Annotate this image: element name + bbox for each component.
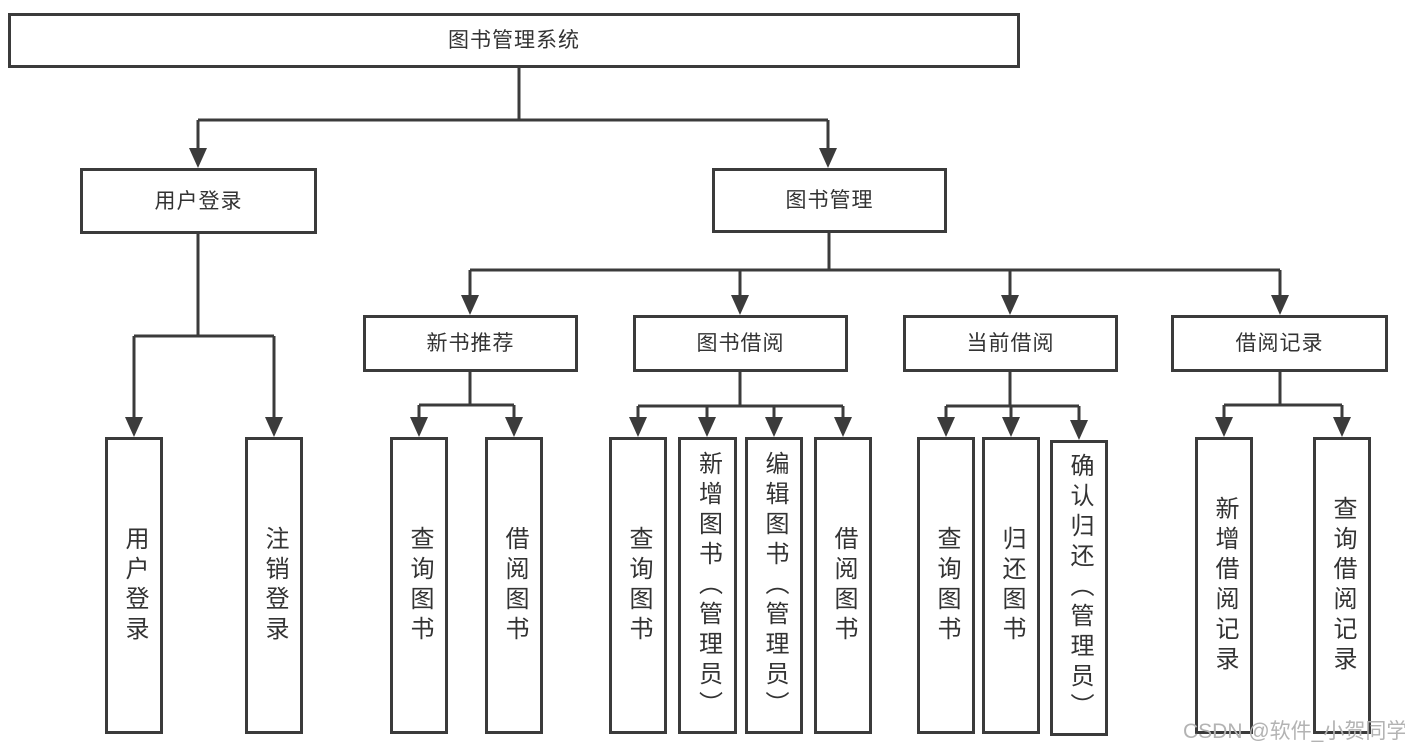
node-query-books-current: 查询图书 <box>917 437 975 734</box>
node-confirm-return-admin: 确认归还（管理员） <box>1050 440 1108 736</box>
node-new-book-recommendation: 新书推荐 <box>363 315 578 372</box>
node-current-borrowing: 当前借阅 <box>903 315 1118 372</box>
node-borrow-books-recommend: 借阅图书 <box>485 437 543 734</box>
node-add-borrow-record: 新增借阅记录 <box>1195 437 1253 734</box>
node-library-management-system: 图书管理系统 <box>8 13 1020 68</box>
node-query-books-recommend: 查询图书 <box>390 437 448 734</box>
node-query-borrow-record: 查询借阅记录 <box>1313 437 1371 734</box>
node-add-books-admin: 新增图书（管理员） <box>678 437 737 734</box>
node-borrowing-records: 借阅记录 <box>1171 315 1388 372</box>
node-user-login: 用户登录 <box>105 437 163 734</box>
node-logout: 注销登录 <box>245 437 303 734</box>
node-query-books-borrow: 查询图书 <box>609 437 667 734</box>
node-book-management: 图书管理 <box>712 168 947 233</box>
node-return-books: 归还图书 <box>982 437 1040 734</box>
node-book-borrowing: 图书借阅 <box>633 315 848 372</box>
csdn-watermark: CSDN @软件_小贺同学 <box>1183 720 1405 743</box>
node-user-login-group: 用户登录 <box>80 168 317 234</box>
node-edit-books-admin: 编辑图书（管理员） <box>745 437 803 734</box>
node-borrow-books: 借阅图书 <box>814 437 872 734</box>
